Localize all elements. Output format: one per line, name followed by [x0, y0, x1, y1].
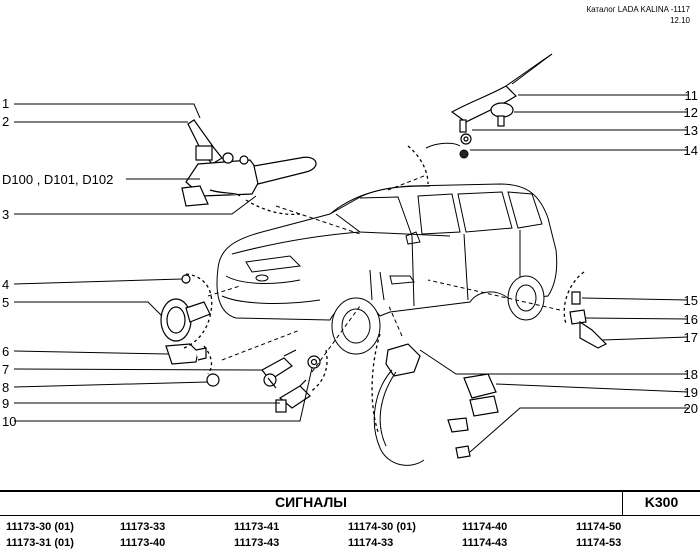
catalog-title: Каталог LADA KALINA -1117 [586, 5, 691, 14]
callout-7: 7 [2, 362, 9, 377]
model-code: 11173-33 [120, 521, 166, 533]
horn-drawing [160, 274, 211, 342]
footer-mid-rule [0, 515, 700, 516]
model-code: 11173-30 (01) [6, 521, 74, 533]
pressure-switch-drawing [206, 349, 321, 413]
footer-divider [622, 490, 623, 516]
callout-10: 10 [2, 414, 16, 429]
zone-arcs [183, 145, 585, 433]
callout-3: 3 [2, 207, 9, 222]
model-code: 11174-30 (01) [348, 521, 416, 533]
leader-lines [13, 94, 689, 453]
car-body-drawing [216, 183, 558, 355]
callout-15: 15 [684, 293, 698, 308]
model-code: 11173-40 [120, 537, 166, 549]
catalog-date: 12.10 [669, 16, 690, 25]
callout-12: 12 [684, 105, 698, 120]
callout-13: 13 [684, 123, 698, 138]
model-row-1: 11173-30 (01) 11173-33 11173-41 11174-30… [6, 521, 696, 537]
callout-d100-d102: D100 , D101, D102 [2, 172, 113, 187]
callout-numbers: 1 2 D100 , D101, D102 3 4 5 6 7 8 9 10 1… [2, 88, 698, 429]
parts-diagram: 1 2 D100 , D101, D102 3 4 5 6 7 8 9 10 1… [2, 53, 698, 466]
callout-5: 5 [2, 295, 9, 310]
rear-bracket-drawing [569, 291, 608, 349]
callout-19: 19 [684, 385, 698, 400]
callout-17: 17 [684, 330, 698, 345]
callout-18: 18 [684, 367, 698, 382]
model-code: 11173-43 [234, 537, 280, 549]
callout-8: 8 [2, 380, 9, 395]
callout-4: 4 [2, 277, 9, 292]
model-code: 11174-33 [348, 537, 394, 549]
model-code: 11174-53 [576, 537, 622, 549]
callout-6: 6 [2, 344, 9, 359]
callout-2: 2 [2, 114, 9, 129]
callout-16: 16 [684, 312, 698, 327]
model-code: 11174-43 [462, 537, 508, 549]
callout-1: 1 [2, 96, 9, 111]
model-code: 11173-41 [234, 521, 280, 533]
pointer-arrows [207, 175, 561, 373]
model-list: 11173-30 (01) 11173-33 11173-41 11174-30… [6, 521, 696, 553]
antenna-drawing [425, 53, 553, 159]
model-code: 11173-31 (01) [6, 537, 74, 549]
section-title: СИГНАЛЫ [274, 494, 348, 510]
callout-9: 9 [2, 396, 9, 411]
sensor-connector-drawing [165, 343, 207, 365]
model-code: 11174-50 [576, 521, 622, 533]
wire-harness-drawing [373, 343, 499, 466]
footer-top-rule [0, 490, 700, 492]
column-switch-drawing [181, 119, 317, 207]
callout-14: 14 [684, 143, 698, 158]
callout-11: 11 [685, 88, 699, 103]
model-code: 11174-40 [462, 521, 508, 533]
model-row-2: 11173-31 (01) 11173-40 11173-43 11174-33… [6, 537, 696, 553]
callout-20: 20 [684, 401, 698, 416]
section-code: K300 [644, 494, 679, 510]
